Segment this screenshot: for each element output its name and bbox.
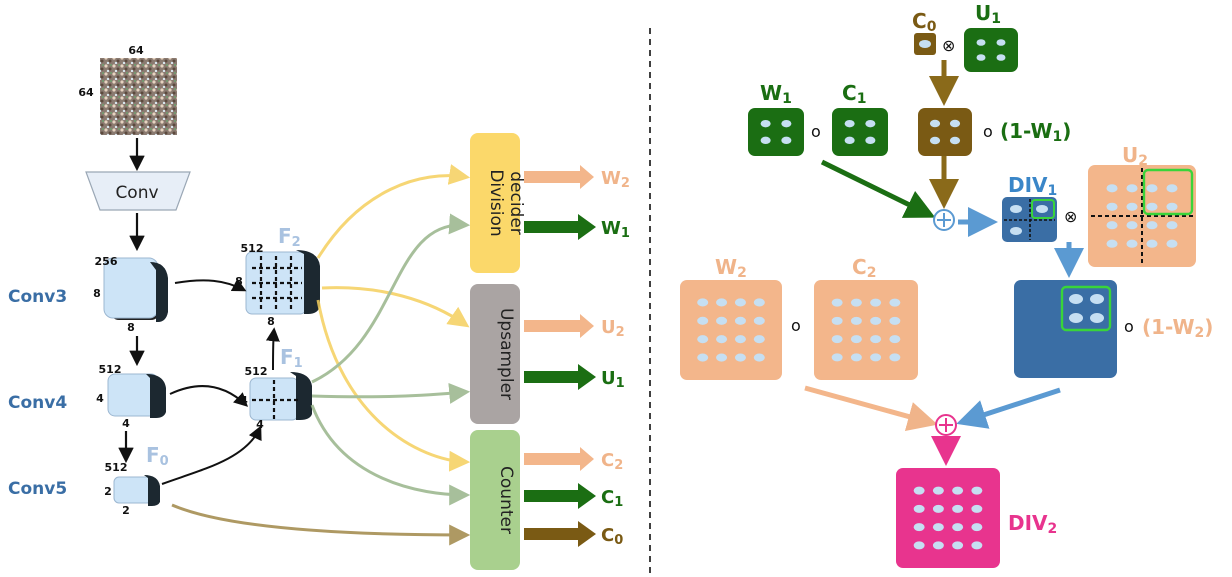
arrow-conv3-to-f2 [174, 278, 247, 292]
conv5-cube [113, 475, 160, 506]
r-label-one-minus-w2: (1-W2) [1142, 315, 1213, 341]
op-otimes-2: ⊗ [1064, 207, 1077, 226]
curve-f1-to-division [311, 213, 471, 384]
f1-cube [249, 372, 312, 421]
conv4-dim-w: 4 [122, 417, 130, 430]
conv4-label: Conv4 [8, 393, 67, 413]
conv-block [85, 171, 191, 211]
out-label-w1: W1 [601, 218, 630, 241]
r-block-brown-mid [918, 108, 972, 156]
r-label-c2: C2 [852, 255, 876, 281]
r-block-c2 [814, 280, 918, 380]
r-label-u2: U2 [1122, 143, 1148, 169]
out-label-u2: U2 [601, 317, 625, 340]
arrow-out-c1 [524, 483, 596, 509]
right-fusion-panel: C0 ⊗ U1 W1 o C1 o (1-W1) DIV1 [680, 1, 1213, 568]
r-label-w1: W1 [760, 81, 792, 107]
out-label-c2: C2 [601, 450, 623, 473]
arrow-out-u1 [524, 364, 596, 390]
f2-dim-c: 512 [241, 242, 264, 255]
op-circle-2: o [983, 122, 993, 141]
op-circle-3: o [791, 316, 801, 335]
f1-dim-w: 4 [256, 418, 264, 431]
counter-box [470, 430, 520, 570]
r-label-c0: C0 [912, 9, 937, 35]
f1-label: F1 [280, 345, 303, 371]
arrow-f1-to-f2 [265, 327, 280, 371]
input-crowd-image [100, 58, 177, 135]
f1-dim-c: 512 [245, 365, 268, 378]
left-network-panel: 64 64 Conv 256 8 8 Conv3 512 4 4 Conv4 [8, 44, 630, 570]
curve-f1-to-upsampler [311, 382, 471, 404]
f2-cube [245, 250, 320, 315]
r-block-c1 [832, 108, 888, 156]
conv3-dim-c: 256 [95, 255, 118, 268]
arrow-out-c0 [524, 521, 596, 547]
arrow-w1c1-to-plus [820, 159, 936, 218]
arrow-conv5-to-f1 [161, 425, 262, 485]
r-block-u1 [964, 28, 1018, 72]
output-arrows [524, 165, 596, 547]
r-label-div2: DIV2 [1008, 511, 1057, 537]
f0-label: F0 [146, 443, 169, 469]
arrow-out-w2 [524, 165, 594, 189]
upsampler-box [470, 284, 520, 424]
division-decider-line1: Division [486, 169, 506, 236]
curve-f2-to-division [316, 164, 471, 259]
r-block-div1 [1002, 197, 1057, 242]
r-label-u1: U1 [975, 1, 1001, 27]
conv4-cube [107, 373, 166, 418]
r-label-one-minus-w1: (1-W1) [1000, 119, 1071, 145]
curve-f1-to-counter [310, 404, 471, 506]
conv3-cube [103, 257, 168, 322]
op-circle-4: o [1124, 317, 1134, 336]
r-label-w2: W2 [715, 255, 747, 281]
conv-block-label: Conv [115, 183, 158, 203]
arrow-out-u2 [524, 314, 594, 338]
conv5-dim-c: 512 [105, 461, 128, 474]
arrow-out-w1 [524, 214, 596, 240]
out-label-w2: W2 [601, 168, 630, 191]
out-label-c1: C1 [601, 487, 623, 510]
out-label-c0: C0 [601, 525, 623, 548]
division-decider-line2: decider [506, 171, 526, 235]
op-circle-1: o [811, 122, 821, 141]
arrow-out-c2 [524, 447, 594, 471]
counter-label: Counter [496, 466, 516, 534]
arrow-conv4-to-f1 [169, 385, 249, 407]
f2-label: F2 [278, 224, 301, 250]
conv3-dim-h: 8 [93, 287, 101, 300]
r-block-w2 [680, 280, 782, 380]
conv4-dim-h: 4 [96, 392, 104, 405]
input-dim-top: 64 [128, 44, 144, 57]
out-label-u1: U1 [601, 368, 625, 391]
op-otimes-1: ⊗ [942, 36, 955, 55]
r-block-blue-large [1014, 280, 1117, 378]
r-label-div1: DIV1 [1008, 173, 1057, 199]
conv5-label: Conv5 [8, 479, 67, 499]
curve-conv5-to-counter [171, 503, 471, 546]
input-dim-left: 64 [78, 86, 94, 99]
conv3-label: Conv3 [8, 287, 67, 307]
upsampler-label: Upsampler [496, 308, 516, 400]
arrow-w2c2-to-plus [804, 385, 938, 432]
r-block-u2 [1088, 165, 1196, 267]
conv4-dim-c: 512 [99, 363, 122, 376]
r-label-c1: C1 [842, 81, 866, 107]
r-block-div2 [896, 468, 1000, 568]
arrow-blue-to-plus [956, 387, 1061, 429]
conv5-dim-h: 2 [104, 485, 112, 498]
curve-f2-to-counter [316, 299, 471, 472]
conv5-dim-w: 2 [122, 504, 130, 517]
conv3-dim-w: 8 [127, 321, 135, 334]
r-block-w1 [748, 108, 804, 156]
division-decider-box [470, 133, 520, 273]
curve-f2-to-upsampler [321, 286, 470, 328]
f2-dim-w: 8 [267, 315, 275, 328]
